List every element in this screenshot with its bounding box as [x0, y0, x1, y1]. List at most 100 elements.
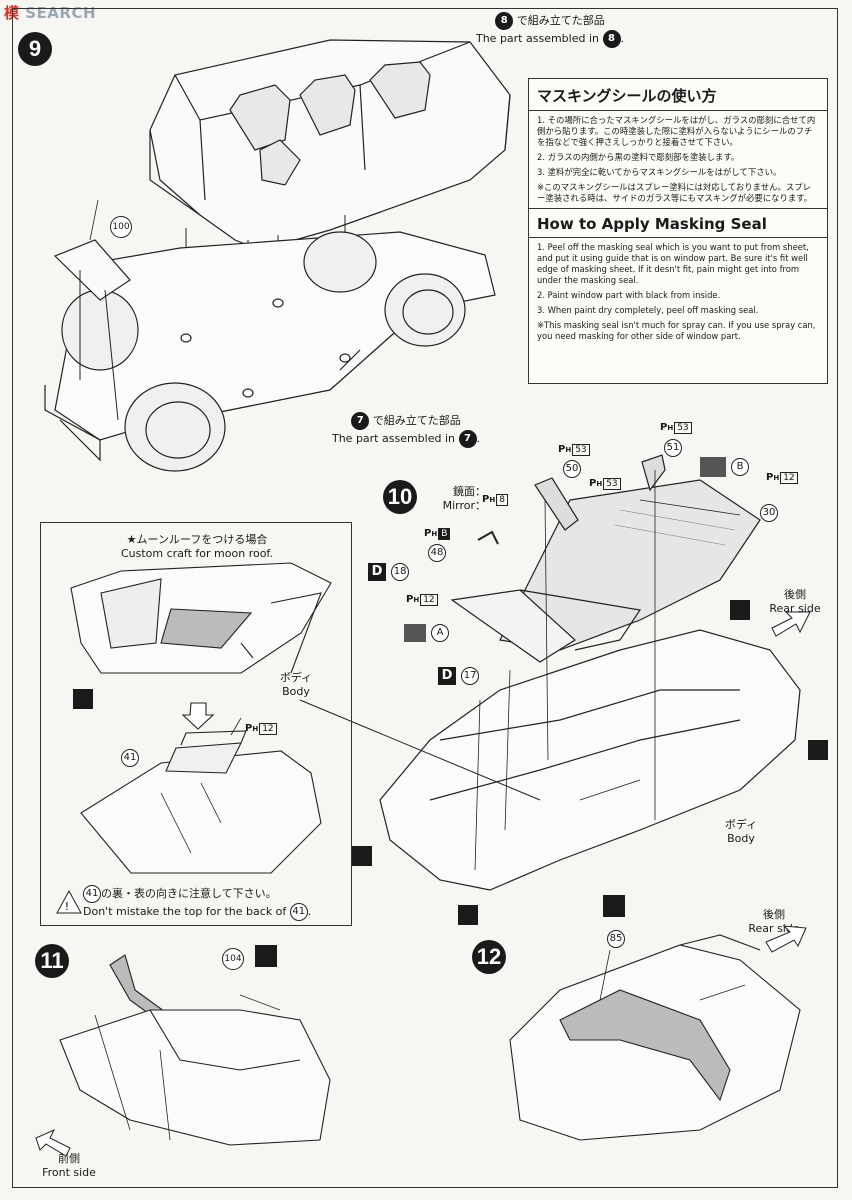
mark-a-label: A [404, 622, 450, 642]
body-marker-icon [352, 846, 372, 866]
step9-bottom-en: The part assembled in [331, 432, 455, 445]
masking-jp-item: ※このマスキングシールはスプレー塗料には対応しておりません。スプレー塗装される時… [537, 182, 813, 203]
front-arrow-icon [35, 1128, 71, 1157]
step9-bottom-note: 7 で組み立てた部品 The part assembled in 7. [316, 412, 496, 448]
moon-roof-illustration: ! [56, 562, 332, 914]
body-shell [379, 629, 801, 891]
part-ref-8b: 8 [602, 30, 621, 48]
part-104-label: 104 [222, 948, 244, 970]
step-9-number: 9 [18, 32, 52, 66]
part-ref-7b: 7 [458, 430, 477, 448]
ph-prefix: P [589, 478, 597, 489]
rear-jp: 後側 [784, 588, 806, 601]
part-18-number: 18 [391, 562, 410, 581]
ph-prefix: P [424, 528, 432, 539]
page-frame [12, 8, 838, 1188]
step-10-number: 10 [383, 480, 417, 514]
svg-text:!: ! [65, 900, 69, 913]
rear-side-label-12: 後側 Rear side [734, 908, 814, 936]
body-marker-icon [603, 895, 625, 917]
part-30-number: 30 [760, 503, 778, 522]
ph-sub: H [413, 596, 420, 604]
part-85-number: 85 [607, 929, 625, 948]
step9-bottom-jp: で組み立てた部品 [372, 414, 461, 427]
part-100-label: 100 [110, 216, 132, 238]
moon-warn-jp: の裏・表の向きに注意して下さい。 [101, 887, 277, 900]
part-41-ref: 41 [83, 885, 101, 903]
moon-roof-body-label: ボディ Body [271, 671, 321, 699]
ph-b-box: B [438, 528, 451, 540]
masking-title-en: How to Apply Masking Seal [529, 208, 827, 238]
ph-sub: H [667, 424, 674, 432]
masking-en-list: 1. Peel off the masking seal which is yo… [529, 238, 827, 342]
moon-roof-panel: ★ムーンルーフをつける場合 Custom craft for moon roof… [40, 522, 352, 926]
part-48-label: 48 [428, 542, 446, 562]
body-marker-icon [73, 689, 93, 709]
moon-part-41: 41 [121, 747, 139, 767]
ph-prefix: P [660, 422, 668, 433]
windshield-part [450, 589, 576, 663]
masking-jp-item: 3. 塗料が完全に乾いてからマスキングシールをはがして下さい。 [537, 167, 782, 177]
warning-icon [56, 889, 82, 914]
ph-prefix: P [245, 723, 253, 734]
front-left-wheel [124, 382, 226, 472]
part-50-shape [534, 477, 579, 531]
step9-top-note: 8 で組み立てた部品 The part assembled in 8. [470, 12, 630, 48]
ph-sub: H [773, 474, 780, 482]
part-ref-8: 8 [495, 12, 514, 30]
ph-prefix: P [406, 594, 414, 605]
part-51-label: 51 [664, 437, 682, 457]
part-48-number: 48 [428, 543, 446, 562]
body-jp: ボディ [724, 818, 758, 831]
ph-prefix: P [558, 444, 566, 455]
rear12-en: Rear side [748, 922, 800, 935]
moon-roof-title-jp: ★ムーンルーフをつける場合 [126, 533, 268, 546]
masking-en-item: 3. When paint dry completely, peel off m… [537, 305, 759, 315]
part-104-number: 104 [222, 948, 244, 970]
masking-seal-instructions: マスキングシールの使い方 1. その場所に合ったマスキングシールをはがし、ガラス… [528, 78, 828, 384]
part-100-number: 100 [110, 216, 132, 238]
masking-seal-icon [700, 456, 726, 477]
body-label-10: ボディ Body [716, 818, 766, 846]
rear-diffuser-part [559, 989, 731, 1102]
part-30-label: 30 [760, 502, 778, 522]
down-arrow-icon [181, 702, 215, 730]
step-11-number: 11 [35, 944, 69, 978]
front-side-label: 前側 Front side [34, 1152, 104, 1180]
masking-jp-item: 2. ガラスの内側から黒の塗料で彫刻部を塗装します。 [537, 152, 740, 162]
body-marker-icon [730, 600, 750, 620]
rear-arrow-icon [765, 925, 807, 953]
masking-en-item: 1. Peel off the masking seal which is yo… [537, 242, 809, 285]
d-tag: D [368, 562, 386, 581]
moon-body-en: Body [282, 685, 310, 698]
ph-sub: H [431, 530, 438, 538]
part-ref-7: 7 [351, 412, 370, 430]
d-tag: D [438, 666, 456, 685]
ph-sub: H [596, 480, 603, 488]
ph-sub: H [565, 446, 572, 454]
rear-arrow-icon [771, 611, 811, 637]
part-50-label: 50 [563, 458, 581, 478]
masking-jp-item: 1. その場所に合ったマスキングシールをはがし、ガラスの彫刻に合せて内側から貼り… [537, 115, 816, 147]
part-85-label: 85 [607, 928, 625, 948]
ph-12-box: 12 [420, 594, 438, 606]
ph-prefix: P [766, 472, 774, 483]
front-jp: 前側 [58, 1152, 80, 1165]
ph-sub: H [489, 496, 496, 504]
part-17-label: D 17 [438, 665, 480, 685]
ph-sub: H [252, 725, 259, 733]
moon-roof-title: ★ムーンルーフをつける場合 Custom craft for moon roof… [41, 533, 353, 561]
step9-top-en: The part assembled in [475, 32, 599, 45]
ph-prefix: P [482, 494, 490, 505]
masking-en-item: 2. Paint window part with black from ins… [537, 290, 721, 300]
part-51-shape [641, 454, 666, 492]
